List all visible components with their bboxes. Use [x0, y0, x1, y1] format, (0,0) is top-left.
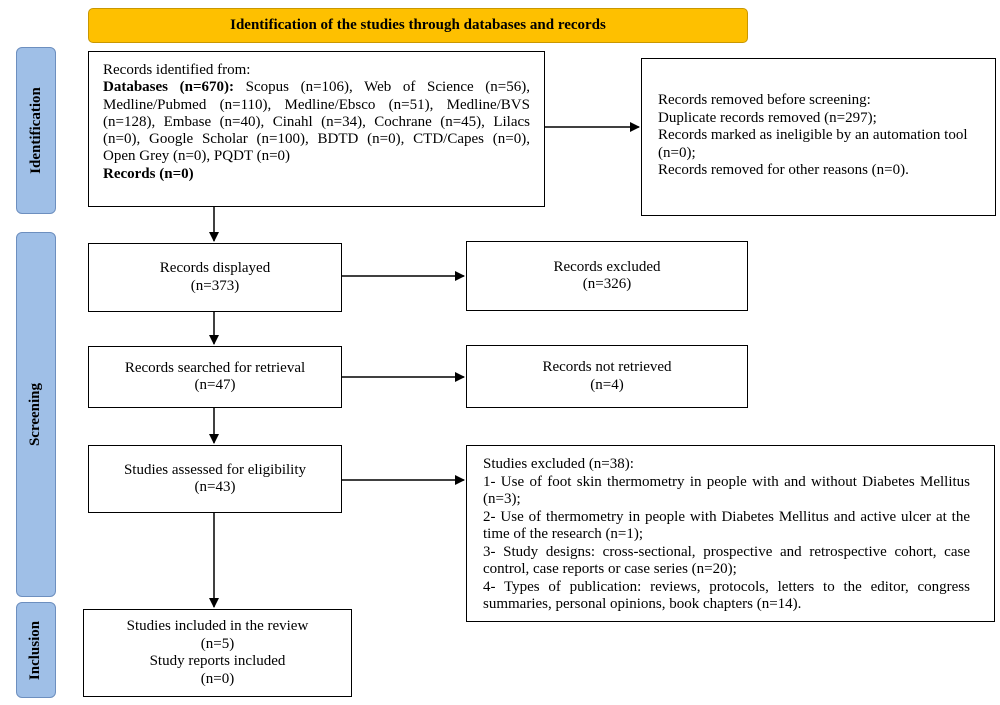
- records-excluded-label: Records excluded: [553, 258, 661, 275]
- records-displayed-box: Records displayed (n=373): [88, 243, 342, 312]
- records-not-retrieved-box: Records not retrieved (n=4): [466, 345, 748, 408]
- eligibility-box: Studies assessed for eligibility (n=43): [88, 445, 342, 513]
- records-identified-box: Records identified from: Databases (n=67…: [88, 51, 545, 207]
- records-displayed-label: Records displayed: [159, 260, 271, 276]
- removed-line-2: Duplicate records removed (n=297);: [658, 109, 877, 126]
- records-retrieval-box: Records searched for retrieval (n=47): [88, 346, 342, 408]
- studies-excluded-box: Studies excluded (n=38): 1- Use of foot …: [466, 445, 995, 622]
- study-reports-label: Study reports included: [149, 653, 286, 669]
- records-excluded-count: (n=326): [582, 276, 632, 292]
- studies-included-label: Studies included in the review: [126, 618, 309, 634]
- removed-line-4: Records removed for other reasons (n=0).: [658, 162, 909, 178]
- studies-excluded-item-4: 4- Types of publication: reviews, protoc…: [483, 578, 970, 613]
- eligibility-count: (n=43): [194, 479, 236, 495]
- records-not-retrieved-label: Records not retrieved: [542, 359, 672, 375]
- studies-excluded-item-2: 2- Use of thermometry in people with Dia…: [483, 508, 970, 543]
- studies-excluded-item-1: 1- Use of foot skin thermometry in peopl…: [483, 473, 970, 508]
- records-excluded-box: Records excluded (n=326): [466, 241, 748, 311]
- databases-list: Databases (n=670): Scopus (n=106), Web o…: [103, 79, 530, 165]
- removed-line-3: Records marked as ineligible by an autom…: [658, 127, 968, 161]
- phase-screening: Screening: [16, 232, 56, 597]
- records-removed-box: Records removed before screening: Duplic…: [641, 58, 996, 216]
- diagram-title: Identification of the studies through da…: [88, 8, 748, 43]
- records-displayed-count: (n=373): [190, 277, 240, 294]
- records-retrieval-label: Records searched for retrieval: [124, 359, 306, 376]
- records-not-retrieved-count: (n=4): [590, 376, 624, 393]
- study-reports-count: (n=0): [200, 670, 235, 687]
- phase-inclusion: Inclusion: [16, 602, 56, 698]
- phase-identification: Identification: [16, 47, 56, 214]
- studies-included-box: Studies included in the review (n=5) Stu…: [83, 609, 352, 697]
- removed-line-1: Records removed before screening:: [658, 92, 871, 108]
- records-retrieval-count: (n=47): [194, 377, 236, 393]
- studies-excluded-item-3: 3- Study designs: cross-sectional, prosp…: [483, 543, 970, 578]
- databases-label: Databases (n=670):: [103, 79, 235, 96]
- records-identified-label: Records identified from:: [103, 62, 251, 78]
- studies-included-count: (n=5): [200, 635, 235, 652]
- eligibility-label: Studies assessed for eligibility: [123, 461, 307, 478]
- diagram-title-text: Identification of the studies through da…: [230, 17, 606, 33]
- records-count: Records (n=0): [103, 165, 194, 182]
- databases-text: Scopus (n=106), Web of Science (n=56), M…: [103, 79, 530, 165]
- studies-excluded-title: Studies excluded (n=38):: [483, 456, 634, 472]
